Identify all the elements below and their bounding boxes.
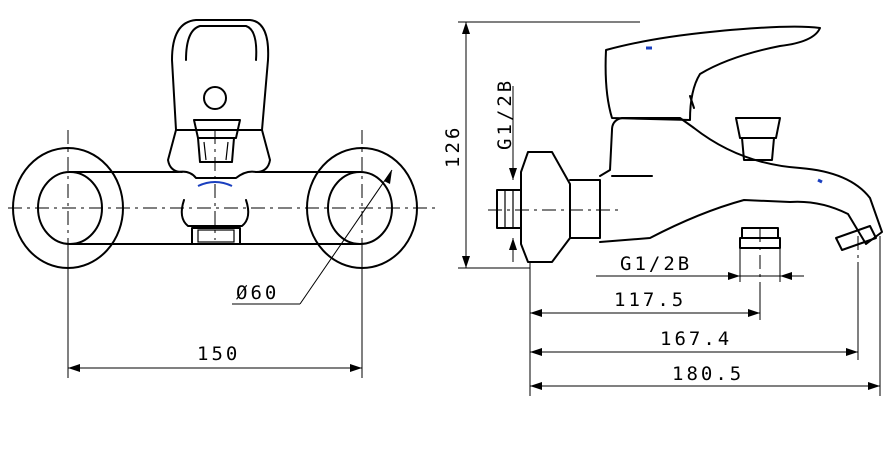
front-outlet	[180, 199, 250, 245]
width-label: 150	[197, 343, 240, 365]
depth-spout-label: 167.4	[660, 328, 732, 350]
lever-handle	[167, 19, 271, 173]
depth-outlet-label: 117.5	[614, 289, 686, 311]
height-label: 126	[442, 125, 464, 168]
dimension-inlet-thread: G1/2B	[494, 78, 517, 262]
dimension-outlet-thread: G1/2B	[596, 248, 804, 282]
outlet-thread-label: G1/2B	[620, 253, 692, 275]
dimension-width: 150	[67, 250, 363, 378]
dimension-height: 126	[442, 21, 640, 269]
wall-connector	[496, 151, 601, 263]
side-view: 126 G1/2B G1/2B 117.5	[442, 21, 883, 396]
dimension-diameter: Ø60	[232, 169, 393, 305]
diameter-label: Ø60	[236, 282, 279, 304]
front-view: 150 Ø60	[8, 19, 440, 378]
depth-total-label: 180.5	[672, 363, 744, 385]
spout-mark	[817, 178, 823, 184]
side-lever	[604, 25, 821, 121]
diverter-cap	[193, 119, 241, 163]
center-mark	[197, 181, 233, 187]
aerator	[835, 225, 877, 251]
inlet-thread-label: G1/2B	[494, 78, 516, 150]
side-body	[599, 117, 883, 245]
side-diverter	[735, 117, 781, 161]
dimension-depths: 117.5 167.4 180.5	[529, 236, 881, 396]
